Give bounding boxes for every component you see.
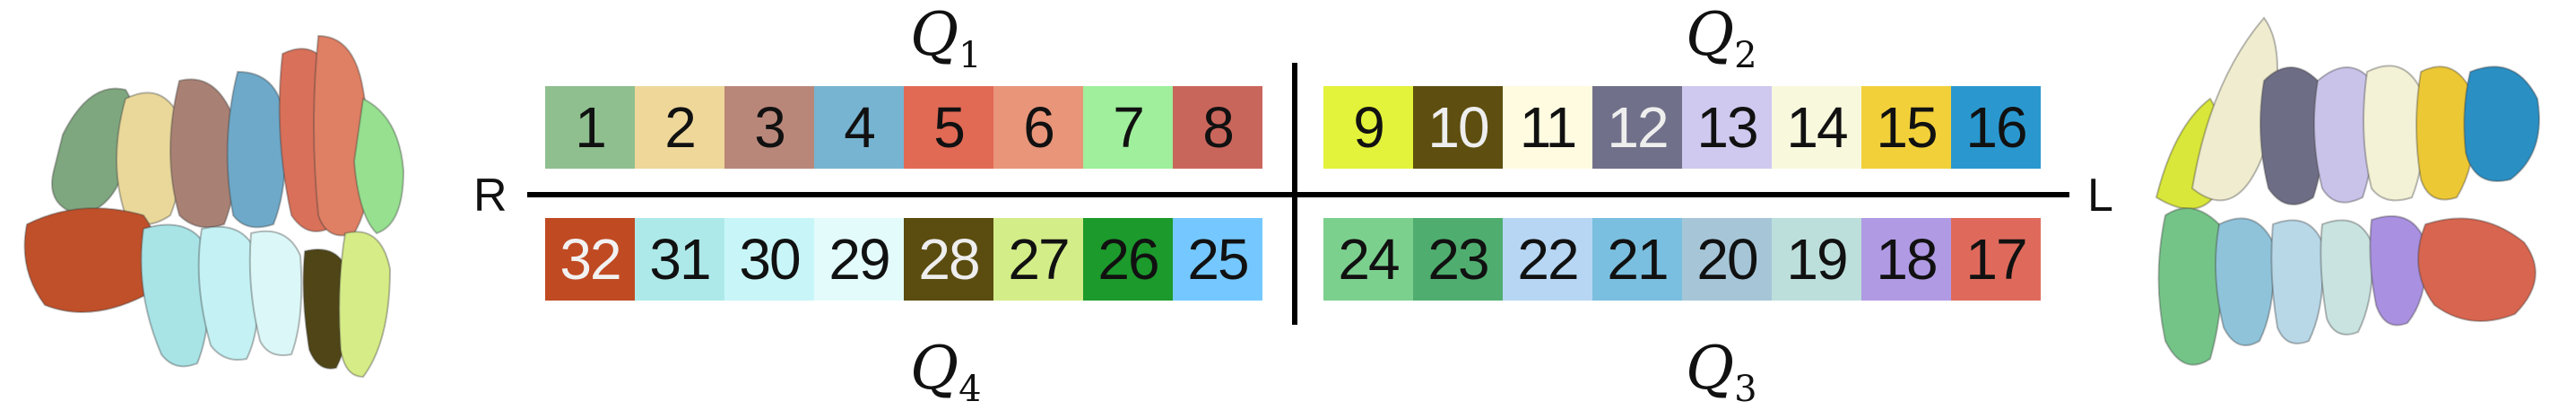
q1-letter: Q <box>910 0 959 69</box>
q4-subscript: 4 <box>958 369 982 410</box>
tooth-21: 21 <box>1592 218 1682 301</box>
tooth-31: 31 <box>635 218 724 301</box>
side-label-right: R <box>473 170 507 222</box>
tooth-10: 10 <box>1413 86 1503 169</box>
tooth-11: 11 <box>1503 86 1592 169</box>
side-label-left: L <box>2087 170 2113 222</box>
quadrant-label-q3: Q3 <box>1686 339 1757 410</box>
quadrant-label-q1: Q1 <box>910 5 982 74</box>
tooth-18: 18 <box>1861 218 1951 301</box>
q2-letter: Q <box>1686 0 1735 69</box>
quadrant-label-q2: Q2 <box>1686 5 1757 74</box>
tooth-23: 23 <box>1413 218 1503 301</box>
tooth-26: 26 <box>1083 218 1173 301</box>
tooth-28: 28 <box>904 218 993 301</box>
vertical-divider <box>1292 63 1297 325</box>
tooth-30: 30 <box>724 218 814 301</box>
q3-letter: Q <box>1686 334 1735 403</box>
q4-letter: Q <box>910 334 959 403</box>
tooth-14: 14 <box>1772 86 1861 169</box>
tooth-2: 2 <box>635 86 724 169</box>
dental-model-left-illustration <box>23 34 405 379</box>
tooth-6: 6 <box>993 86 1083 169</box>
tooth-29: 29 <box>814 218 904 301</box>
tooth-20: 20 <box>1682 218 1772 301</box>
tooth-19: 19 <box>1772 218 1861 301</box>
tooth-17: 17 <box>1951 218 2041 301</box>
tooth-8: 8 <box>1173 86 1262 169</box>
tooth-7: 7 <box>1083 86 1173 169</box>
tooth-12: 12 <box>1592 86 1682 169</box>
tooth-16: 16 <box>1951 86 2041 169</box>
tooth-32: 32 <box>545 218 635 301</box>
tooth-4: 4 <box>814 86 904 169</box>
q1-subscript: 1 <box>958 35 982 76</box>
tooth-3: 3 <box>724 86 814 169</box>
quadrant-label-q4: Q4 <box>910 339 982 410</box>
horizontal-divider <box>527 192 2069 197</box>
q3-subscript: 3 <box>1734 369 1757 410</box>
tooth-15: 15 <box>1861 86 1951 169</box>
tooth-13: 13 <box>1682 86 1772 169</box>
tooth-1: 1 <box>545 86 635 169</box>
tooth-5: 5 <box>904 86 993 169</box>
tooth-24: 24 <box>1323 218 1413 301</box>
tooth-9: 9 <box>1323 86 1413 169</box>
tooth-27: 27 <box>993 218 1083 301</box>
tooth-25: 25 <box>1173 218 1262 301</box>
dental-model-right-illustration <box>2155 16 2540 366</box>
q2-subscript: 2 <box>1734 35 1757 76</box>
tooth-22: 22 <box>1503 218 1592 301</box>
